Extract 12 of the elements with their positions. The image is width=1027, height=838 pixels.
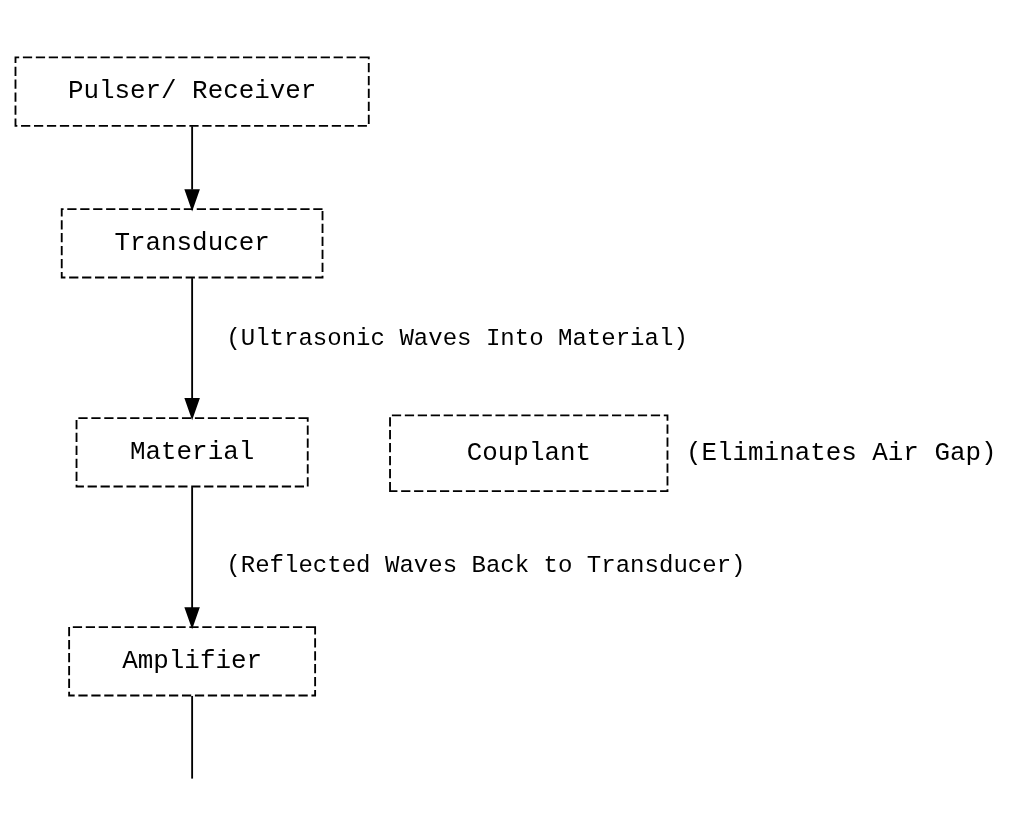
- arrow: [184, 277, 200, 421]
- edge-label: (Reflected Waves Back to Transducer): [226, 552, 746, 580]
- arrow: [184, 486, 200, 630]
- arrow: [184, 125, 200, 212]
- edge-label: (Ultrasonic Waves Into Material): [226, 324, 688, 352]
- node-label: (Eliminates Air Gap): [685, 438, 997, 469]
- node-box: Transducer: [60, 208, 324, 279]
- connector: [191, 695, 194, 780]
- node-box: Amplifier: [68, 626, 317, 697]
- node-box: Material: [75, 417, 309, 488]
- node-box: Couplant: [389, 414, 669, 493]
- node-box: Pulser/ Receiver: [14, 56, 370, 127]
